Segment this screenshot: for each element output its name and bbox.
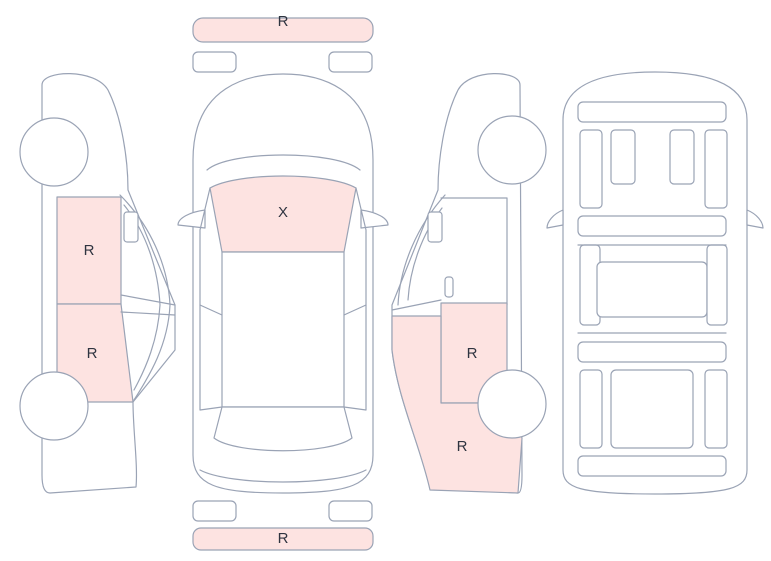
right-side-glass [343,187,367,411]
right-front-wheel [477,115,547,185]
right-front-door-line [440,197,508,306]
left-window-frame [119,194,171,401]
right-pillar-line [391,299,442,311]
left-window-inner [123,204,161,391]
right-b-pillar [343,304,367,316]
windshield-marker: X [278,204,288,221]
rear-bumper-marker: R [278,530,289,547]
rear-bumper-zone[interactable] [192,527,374,551]
dashboard-bar [577,101,727,123]
right-door-handle [444,276,454,298]
left-rear-door-zone[interactable] [56,303,134,403]
right-rear-quarter-marker: R [457,438,468,455]
left-rear-wheel [19,371,89,441]
rear-right-taillight [328,500,373,522]
left-side-glass [199,187,223,411]
left-front-door-marker: R [84,242,95,259]
rear-bar [577,455,727,477]
front-bumper-zone[interactable] [192,17,374,43]
right-mirror-side [427,211,443,243]
rear-right-panel [704,369,728,449]
front-right-seat-side [704,129,728,209]
left-mirror [177,209,206,229]
middle-console [596,261,708,318]
front-right-headlight [328,51,373,73]
front-left-seat-side [579,129,603,209]
hood-crease [206,154,361,171]
right-side-view: R R [391,73,547,494]
left-rear-door-marker: R [87,345,98,362]
interior-left-mirror [546,209,564,229]
rear-left-panel [579,369,603,449]
front-seat-row [577,215,727,237]
trunk-panel [610,369,694,449]
right-mirror [360,209,389,229]
interior-right-mirror [746,209,764,229]
rear-left-taillight [192,500,237,522]
middle-frame [577,244,727,334]
right-window-frame [397,194,446,306]
right-front-door-marker: R [467,345,478,362]
left-side-view: R R [19,73,176,494]
front-right-seat [669,129,695,185]
interior-view [546,71,764,495]
front-bumper-marker: R [278,13,289,30]
top-view: R X R [177,13,389,551]
right-rear-wheel [477,369,547,439]
front-left-seat [610,129,636,185]
left-front-wheel [19,117,89,187]
middle-right-panel [706,244,728,326]
rear-seat-row [577,341,727,363]
front-left-headlight [192,51,237,73]
rear-window [213,406,353,452]
left-pillar-line [120,294,176,316]
roof-panel [221,251,345,408]
left-b-pillar [199,304,223,316]
left-mirror-side [123,211,139,243]
trunk-crease [199,469,367,483]
